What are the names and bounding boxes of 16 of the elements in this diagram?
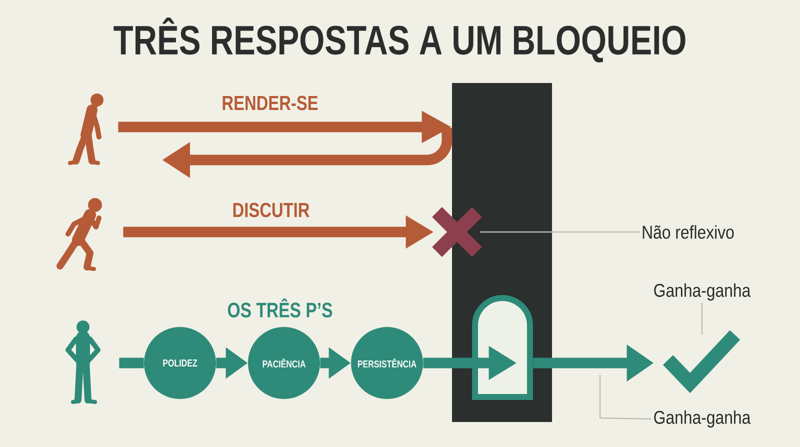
person-figure [56,198,102,271]
leader-line [599,375,652,420]
leader-line [701,302,703,335]
person-figure [68,94,104,165]
leader-line [480,231,640,233]
title: TRÊS RESPOSTAS A UM BLOQUEIO [114,18,686,62]
edge-label: RENDER-SE [222,96,318,110]
person-figure [66,320,100,404]
section-heading: OS TRÊS P’S [228,298,332,318]
connector-line [119,358,144,368]
edge-label: DISCUTIR [233,202,310,218]
cross-mark [432,207,482,257]
check-mark [662,330,740,394]
annotation-text: Ganha-ganha [654,410,751,428]
annotation-text: Não reflexivo [642,225,734,239]
annotation-text: Ganha-ganha [654,283,751,301]
